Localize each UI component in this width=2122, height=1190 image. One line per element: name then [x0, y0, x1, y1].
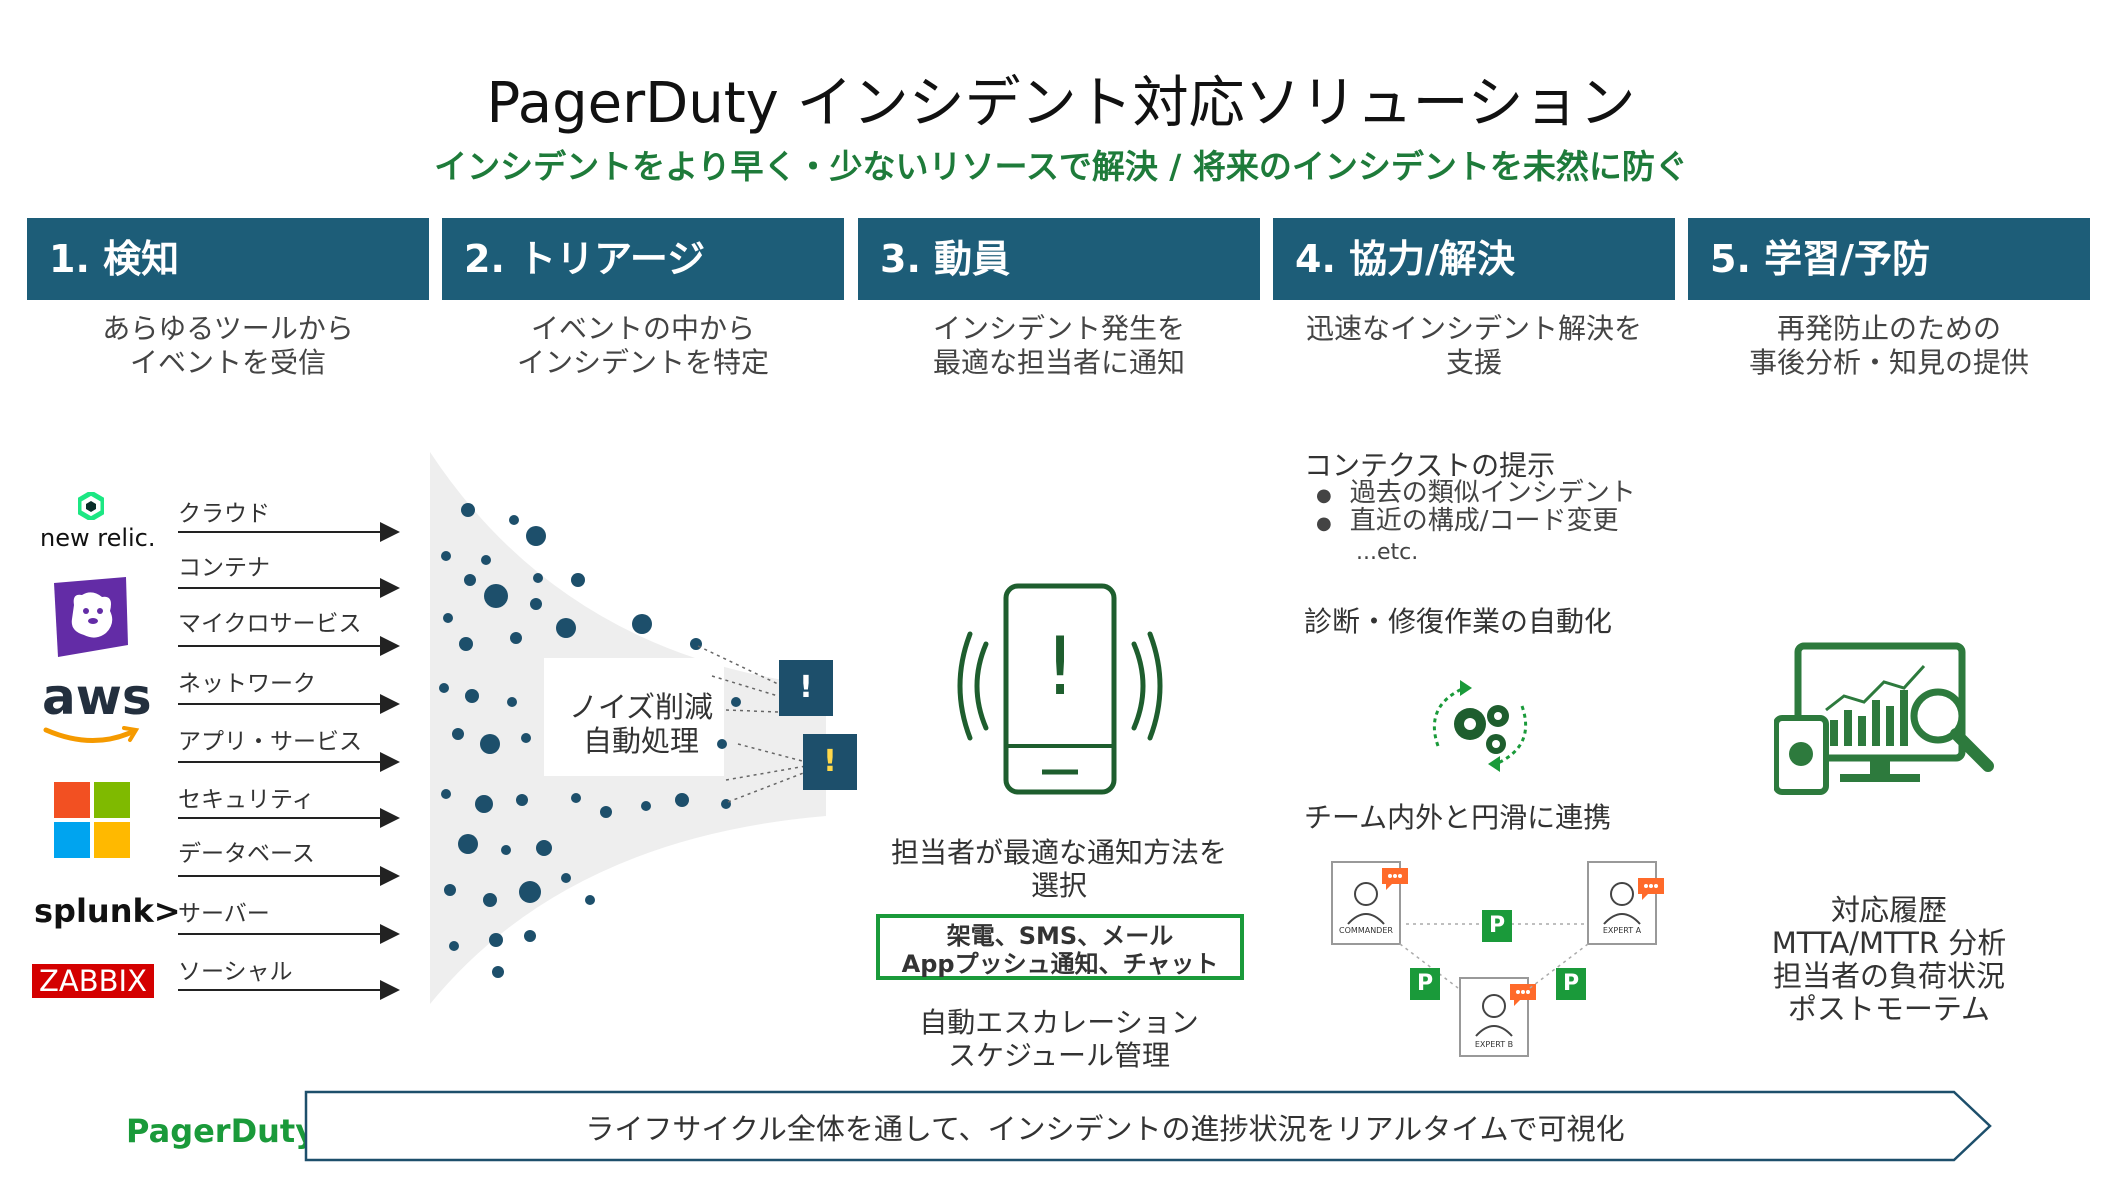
- incident-alert-icon: !: [803, 734, 857, 790]
- aws-smile-icon: [42, 724, 142, 748]
- step-desc-learn: 再発防止のための事後分析・知見の提供: [1688, 312, 2090, 380]
- page-title: PagerDuty インシデント対応ソリューション: [0, 58, 2122, 139]
- newrelic-icon: [78, 492, 104, 520]
- page-subtitle: インシデントをより早く・少ないリソースで解決 / 将来のインシデントを未然に防ぐ: [0, 140, 2122, 188]
- context-etc: ...etc.: [1356, 538, 1418, 568]
- microsoft-logo: [54, 782, 130, 858]
- step-header-triage: 2. トリアージ: [442, 218, 844, 300]
- expert-b-label: EXPERT B: [1460, 1040, 1528, 1049]
- pagerduty-p-icon: P: [1410, 968, 1440, 1000]
- expert-a-label: EXPERT A: [1588, 926, 1656, 935]
- notification-methods-box: 架電、SMS、メール Appプッシュ通知、チャット: [876, 914, 1244, 980]
- phone-alert-mark: !: [1030, 612, 1090, 722]
- zabbix-logo: ZABBIX: [32, 964, 154, 998]
- context-bullet-changes: ●直近の構成/コード変更: [1316, 506, 1618, 539]
- aws-logo: aws: [42, 672, 152, 722]
- pagerduty-logo: PagerDuty: [126, 1112, 316, 1150]
- step-header-learn: 5. 学習/予防: [1688, 218, 2090, 300]
- step-desc-detect: あらゆるツールからイベントを受信: [27, 312, 429, 380]
- bullet-icon: ●: [1316, 485, 1332, 506]
- automation-heading: 診断・修復作業の自動化: [1304, 600, 1612, 640]
- bullet-icon: ●: [1316, 513, 1332, 534]
- step-header-detect: 1. 検知: [27, 218, 429, 300]
- analytics-dashboard-icon: [1774, 640, 2004, 800]
- learn-items: 対応履歴 MTTA/MTTR 分析 担当者の負荷状況 ポストモーテム: [1688, 894, 2090, 1026]
- incident-alert-icon: !: [779, 660, 833, 716]
- source-arrows: [176, 516, 406, 1006]
- splunk-logo: splunk>: [34, 892, 181, 930]
- escalation-text: 自動エスカレーション スケジュール管理: [858, 1006, 1260, 1072]
- notification-choice-text: 担当者が最適な通知方法を 選択: [858, 836, 1260, 902]
- team-collab-heading: チーム内外と円滑に連携: [1304, 796, 1611, 836]
- noise-reduction-label: ノイズ削減 自動処理: [548, 690, 734, 758]
- commander-label: COMMANDER: [1332, 926, 1400, 935]
- step-header-mobilize: 3. 動員: [858, 218, 1260, 300]
- step-desc-mobilize: インシデント発生を最適な担当者に通知: [858, 312, 1260, 380]
- step-desc-triage: イベントの中からインシデントを特定: [442, 312, 844, 380]
- pagerduty-p-icon: P: [1482, 910, 1512, 942]
- team-collaboration-diagram: [1330, 858, 1676, 1058]
- newrelic-logo: new relic.: [40, 524, 156, 552]
- datadog-logo: [52, 575, 130, 659]
- lifecycle-banner-text: ライフサイクル全体を通して、インシデントの進捗状況をリアルタイムで可視化: [310, 1106, 1900, 1148]
- step-header-resolve: 4. 協力/解決: [1273, 218, 1675, 300]
- gears-cycle-icon: [1424, 676, 1536, 776]
- pagerduty-p-icon: P: [1556, 968, 1586, 1000]
- step-desc-resolve: 迅速なインシデント解決を支援: [1273, 312, 1675, 380]
